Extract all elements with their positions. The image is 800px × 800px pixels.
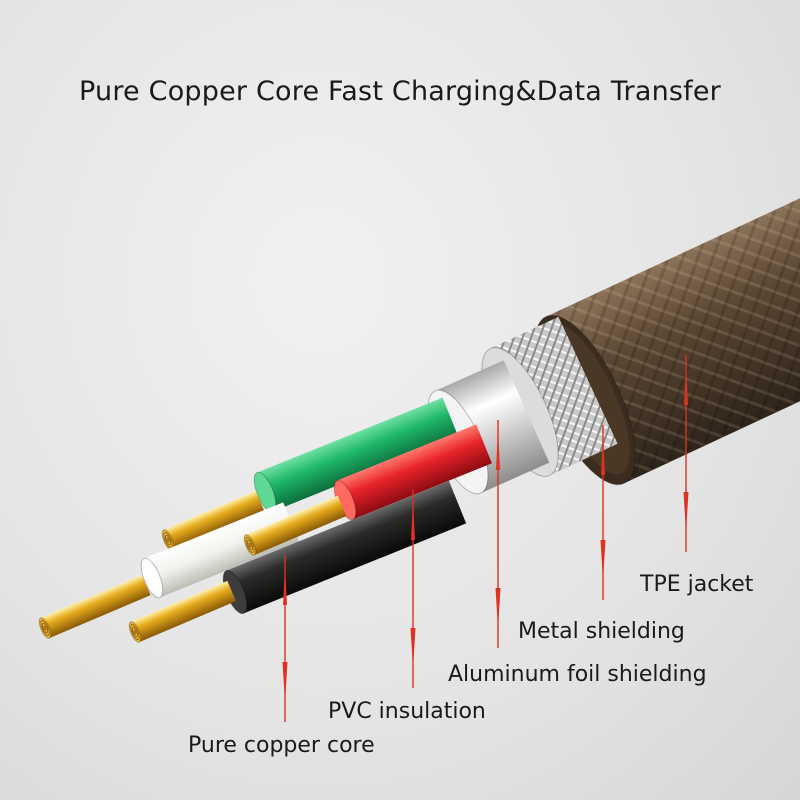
pointer-tpe-jacket [683, 355, 689, 552]
white-wire-insulation [140, 502, 299, 599]
red-wire-copper-core [243, 495, 347, 556]
pointer-copper-core [282, 555, 288, 722]
label-pvc-insulation: PVC insulation [328, 699, 486, 724]
pointer-metal-shielding [600, 425, 606, 600]
pointer-pvc-insulation [410, 490, 416, 688]
label-pure-copper-core: Pure copper core [188, 733, 375, 758]
label-tpe-jacket: TPE jacket [640, 572, 754, 597]
pointer-aluminum-foil [495, 420, 501, 648]
label-aluminum-foil-shielding: Aluminum foil shielding [448, 662, 707, 687]
white-wire-copper-core [38, 574, 151, 639]
headline-title: Pure Copper Core Fast Charging&Data Tran… [79, 76, 721, 107]
label-metal-shielding: Metal shielding [518, 619, 685, 644]
black-wire-copper-core [128, 580, 236, 643]
